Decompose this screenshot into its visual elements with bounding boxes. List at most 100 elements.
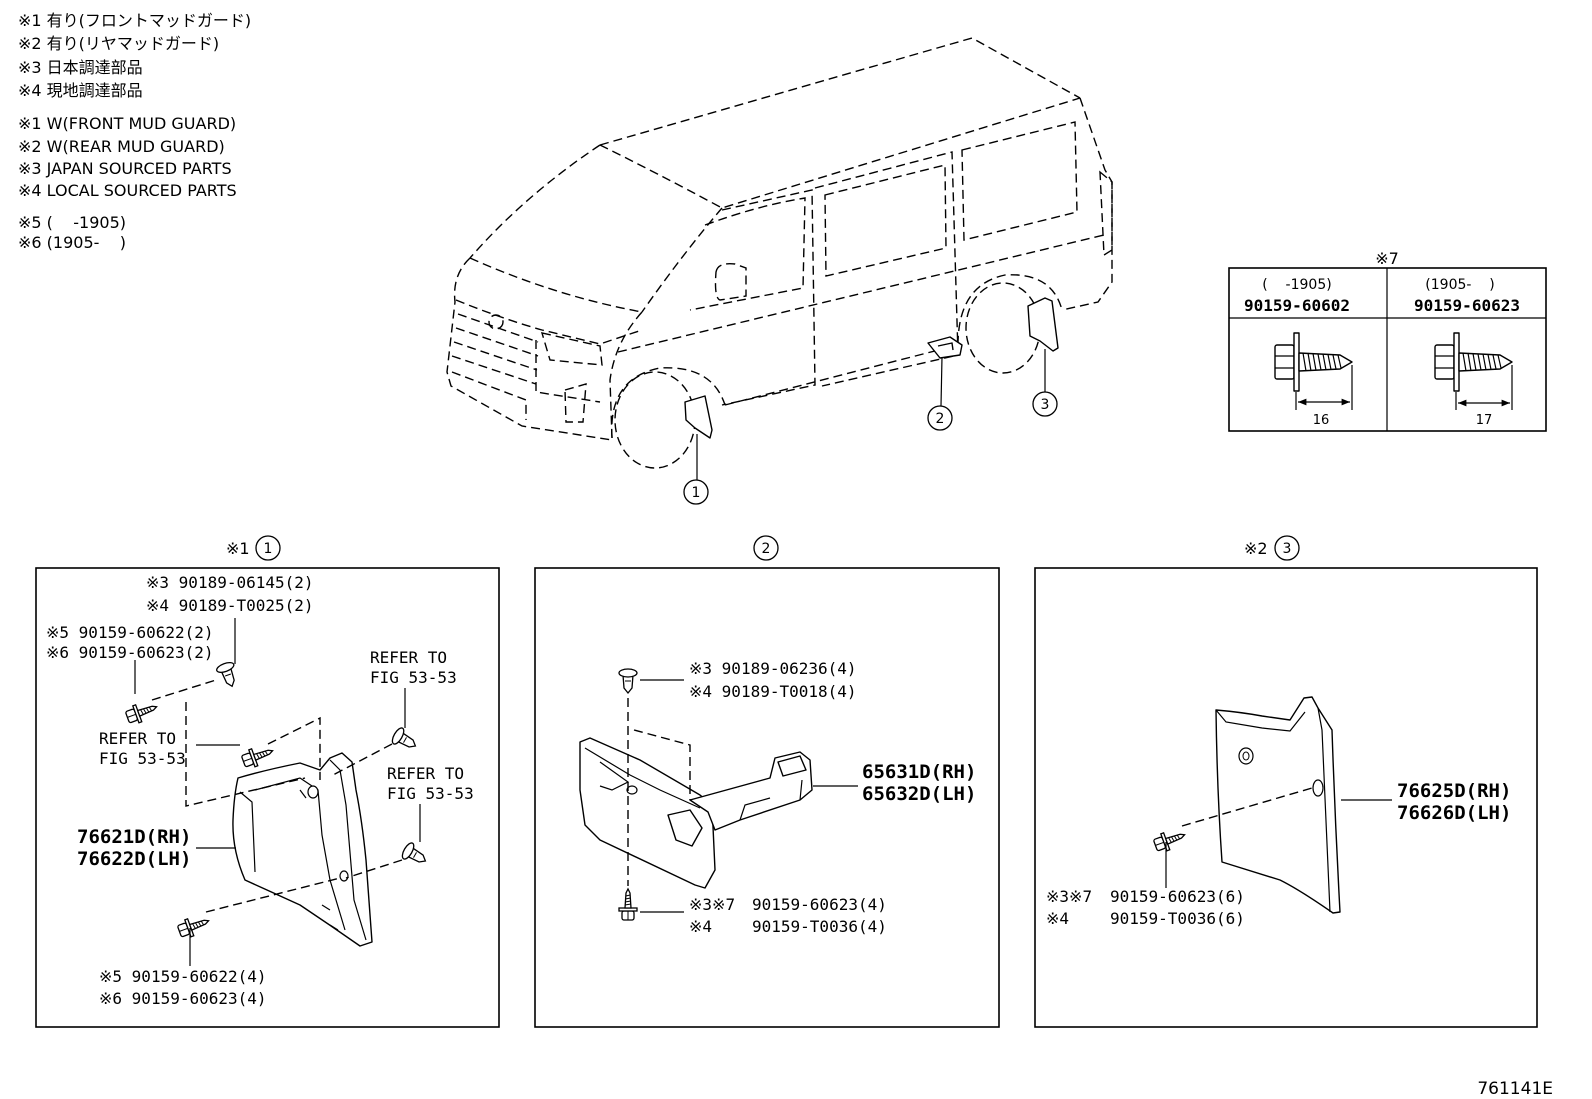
table-col2-part[interactable]: 90159-60623 — [1414, 296, 1520, 315]
label-note-3-7-bracket: ※3※7 — [689, 895, 735, 914]
label-76622D-LH[interactable]: 76622D(LH) — [77, 848, 191, 870]
note-en-4: ※4 LOCAL SOURCED PARTS — [18, 181, 237, 200]
panel-1-assembly-lines — [151, 679, 403, 913]
van-emblem — [488, 314, 504, 330]
table-title: ※7 — [1375, 249, 1399, 268]
label-refer-to-1: REFER TO — [370, 648, 447, 667]
label-refer-to-3: REFER TO — [387, 764, 464, 783]
label-refer-fig-1[interactable]: FIG 53-53 — [370, 668, 457, 687]
bolt-refer-fig-53-53[interactable] — [239, 741, 277, 771]
note-period-5: ※5 ( -1905) — [18, 213, 126, 232]
table-col1-period: ( -1905) — [1262, 277, 1331, 293]
screw-90159-60622-bottom[interactable] — [175, 911, 213, 941]
label-90159-60623-bracket[interactable]: 90159-60623(4) — [752, 895, 887, 914]
van-front-face — [446, 257, 613, 441]
screw-variant-table: ※7 ( -1905) 90159-60602 (1905- ) 90159-6… — [1228, 249, 1547, 432]
label-90189-06145[interactable]: ※3 90189-06145(2) — [146, 573, 314, 592]
van-front-window — [689, 197, 806, 311]
table-col1-screw-drawing — [1274, 332, 1353, 410]
figure-id: 761141E — [1477, 1079, 1553, 1099]
callout-1[interactable]: 1 — [683, 434, 709, 505]
note-jp-3: ※3 日本調達部品 — [18, 58, 143, 77]
note-jp-2: ※2 有り(リヤマッドガード) — [18, 34, 219, 53]
van-sliding-door — [814, 151, 959, 387]
label-refer-fig-2[interactable]: FIG 53-53 — [99, 749, 186, 768]
rear-mud-guard-part[interactable] — [1215, 696, 1341, 914]
callout-2[interactable]: 2 — [927, 356, 953, 431]
label-90159-60622-top[interactable]: ※5 90159-60622(2) — [46, 623, 214, 642]
van-roof-edge — [599, 97, 1081, 209]
panel-2-callout: 2 — [753, 535, 779, 561]
callout-3-number: 3 — [1041, 397, 1050, 413]
label-refer-to-2: REFER TO — [99, 729, 176, 748]
label-76626D-LH[interactable]: 76626D(LH) — [1397, 802, 1511, 824]
van-front-wheel-arch — [611, 367, 726, 439]
panel-3-callout: 3 — [1274, 535, 1300, 561]
van-bumper — [451, 340, 601, 420]
panel-3-frame — [1034, 567, 1538, 1028]
notes-block: ※1 有り(フロントマッドガード) ※2 有り(リヤマッドガード) ※3 日本調… — [18, 11, 251, 252]
van-windshield-left — [469, 144, 601, 259]
van-front-corner — [609, 311, 643, 439]
van-headlight — [540, 332, 603, 366]
panel-1-frame — [35, 567, 500, 1028]
table-col1-part[interactable]: 90159-60602 — [1244, 296, 1350, 315]
label-90159-60623-top[interactable]: ※6 90159-60623(2) — [46, 643, 214, 662]
screw-90159-60623-bracket[interactable] — [618, 888, 638, 921]
panel-front-mud-guard: ※1 1 — [35, 535, 500, 1028]
screw-90159-60622-top[interactable] — [123, 697, 161, 727]
van-front-mud-guard[interactable] — [684, 395, 713, 439]
clip-refer-fig-53-53-upper[interactable] — [389, 725, 421, 755]
label-76621D-RH[interactable]: 76621D(RH) — [77, 826, 191, 848]
clip-90189-06236[interactable] — [618, 668, 638, 694]
clip-90189-06145[interactable] — [214, 659, 242, 691]
van-rear-wheel-arch — [957, 274, 1063, 346]
label-90159-60622-bottom[interactable]: ※5 90159-60622(4) — [99, 967, 267, 986]
clip-refer-fig-53-53-lower[interactable] — [399, 840, 431, 870]
panel-1-callout: 1 — [255, 535, 281, 561]
mud-guard-bracket-part[interactable] — [579, 737, 813, 889]
panel-2-frame — [534, 567, 1000, 1028]
label-90189-T0018[interactable]: ※4 90189-T0018(4) — [689, 682, 857, 701]
label-65631D-RH[interactable]: 65631D(RH) — [862, 761, 976, 783]
table-col2-length: 17 — [1476, 413, 1493, 428]
van-tail-lamp — [1099, 170, 1113, 257]
van-front-door — [721, 189, 816, 406]
label-90189-06236[interactable]: ※3 90189-06236(4) — [689, 659, 857, 678]
note-en-3: ※3 JAPAN SOURCED PARTS — [18, 159, 232, 178]
callout-3[interactable]: 3 — [1032, 349, 1058, 417]
van-mud-guard-bracket[interactable] — [927, 336, 963, 359]
label-76625D-RH[interactable]: 76625D(RH) — [1397, 780, 1511, 802]
label-90159-T0036-rear[interactable]: 90159-T0036(6) — [1110, 909, 1245, 928]
label-refer-fig-3[interactable]: FIG 53-53 — [387, 784, 474, 803]
van-hood-line — [455, 299, 643, 345]
note-en-2: ※2 W(REAR MUD GUARD) — [18, 137, 225, 156]
panel-3-leaders — [1165, 799, 1392, 888]
label-90189-T0025[interactable]: ※4 90189-T0025(2) — [146, 596, 314, 615]
label-65632D-LH[interactable]: 65632D(LH) — [862, 783, 976, 805]
label-90159-60623-rear[interactable]: 90159-60623(6) — [1110, 887, 1245, 906]
label-90159-T0036-bracket[interactable]: 90159-T0036(4) — [752, 917, 887, 936]
panel-2-number: 2 — [762, 541, 771, 557]
panel-1-title-mark: ※1 — [226, 539, 250, 558]
panel-mud-guard-bracket: 2 ※3 90189-06236(4) ※4 90189-T0018(4) 65… — [534, 535, 1000, 1028]
panel-rear-mud-guard: ※2 3 76625D(RH) 76626D(LH) ※3※7 90159-60… — [1034, 535, 1538, 1028]
van-rear-window — [961, 121, 1078, 241]
van-roof — [599, 37, 1081, 146]
van-cowl — [469, 257, 643, 313]
panel-1-leaders — [134, 618, 421, 966]
label-note-4-rear: ※4 — [1046, 909, 1069, 928]
front-mud-guard-part[interactable] — [232, 752, 373, 947]
van-outline — [446, 37, 1113, 469]
screw-90159-60623-rear[interactable] — [1151, 825, 1189, 855]
van-rear-edge — [1061, 97, 1113, 311]
van-sliding-window — [824, 164, 947, 277]
van-body-crease — [617, 233, 1109, 353]
van-rear-mud-guard[interactable] — [1027, 297, 1059, 352]
label-90159-60623-bottom[interactable]: ※6 90159-60623(4) — [99, 989, 267, 1008]
callout-1-number: 1 — [692, 485, 701, 501]
label-note-3-7-rear: ※3※7 — [1046, 887, 1092, 906]
table-col1-length: 16 — [1313, 413, 1330, 428]
note-en-1: ※1 W(FRONT MUD GUARD) — [18, 114, 236, 133]
panel-3-number: 3 — [1283, 541, 1292, 557]
